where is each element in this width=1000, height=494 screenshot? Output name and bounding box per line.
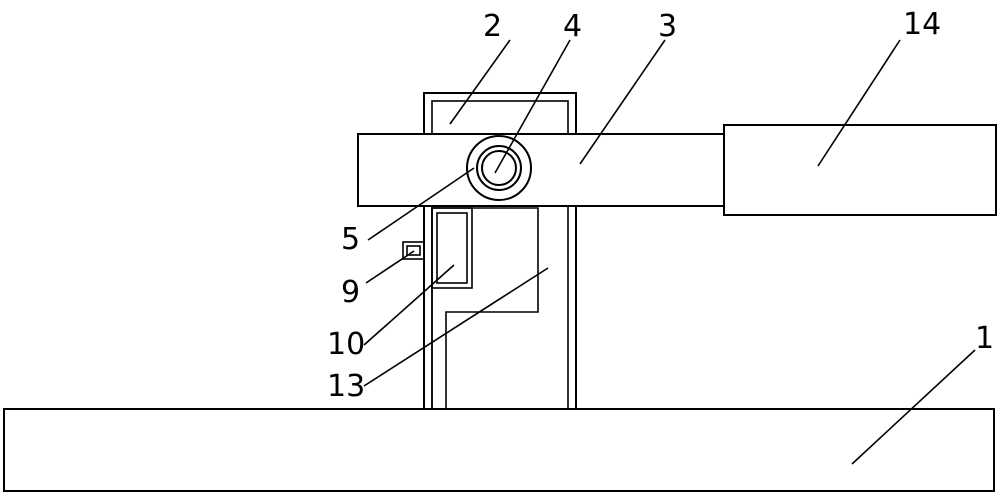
arm: [358, 134, 724, 206]
label-pivot: 4: [563, 9, 582, 44]
label-knob: 9: [341, 275, 360, 310]
base-plate: [4, 409, 994, 491]
pivot-inner: [482, 151, 516, 185]
label-base: 1: [975, 321, 994, 356]
end-block: [724, 125, 996, 215]
label-bearing: 5: [341, 222, 360, 257]
label-channel: 13: [327, 369, 365, 404]
leader-9: [366, 251, 414, 283]
label-frame: 2: [483, 9, 502, 44]
label-arm: 3: [658, 9, 677, 44]
label-end-block: 14: [903, 7, 941, 42]
label-slot: 10: [327, 327, 365, 362]
